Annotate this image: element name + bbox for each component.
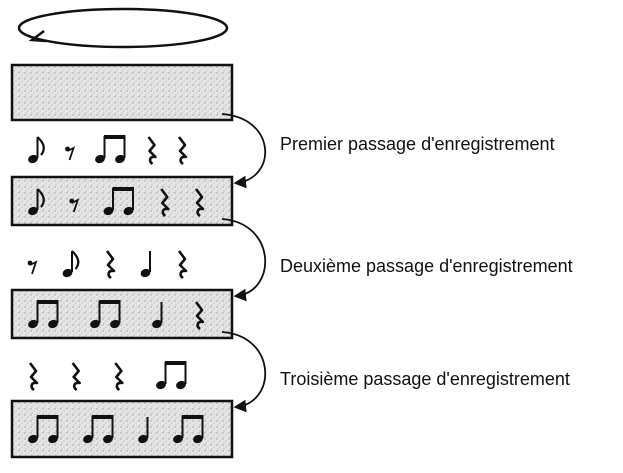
pass-arrow-1 — [221, 113, 267, 189]
beamed-eighths-symbol — [83, 415, 114, 444]
quarter-rest-symbol — [147, 136, 157, 166]
beamed-eighths-symbol — [28, 300, 59, 329]
quarter-note-symbol — [138, 417, 149, 444]
eighth-note-symbol — [28, 188, 45, 216]
loop-icon — [17, 7, 229, 49]
beamed-eighths-symbol — [173, 415, 204, 444]
eighth-rest-symbol — [65, 146, 76, 161]
quarter-note-symbol — [140, 251, 151, 278]
beamed-eighths-symbol — [90, 300, 121, 329]
pass-label-2: Deuxième passage d'enregistrement — [280, 256, 573, 276]
track-box-1 — [10, 175, 234, 227]
pass-label-1: Premier passage d'enregistrement — [280, 134, 555, 154]
track-boxes — [10, 63, 234, 459]
beamed-eighths-symbol — [103, 187, 134, 216]
quarter-rest-symbol — [71, 362, 81, 392]
input-note-rows — [27, 135, 188, 392]
eighth-rest-symbol — [69, 198, 80, 213]
track-box-0 — [10, 63, 234, 122]
quarter-rest-symbol — [28, 362, 39, 392]
quarter-rest-symbol — [160, 188, 170, 218]
pass-arrow-3 — [221, 331, 267, 413]
eighth-rest-symbol — [27, 260, 38, 275]
quarter-rest-symbol — [177, 250, 188, 280]
quarter-rest-symbol — [194, 301, 205, 331]
track-box-3 — [10, 399, 234, 459]
quarter-rest-symbol — [105, 250, 116, 280]
quarter-note-symbol — [152, 302, 163, 329]
eighth-note-symbol — [62, 250, 80, 278]
pass-arrow-2 — [221, 218, 267, 302]
quarter-rest-symbol — [194, 188, 205, 218]
eighth-note-symbol — [28, 136, 45, 164]
beamed-eighths-symbol — [156, 361, 187, 390]
quarter-rest-symbol — [177, 136, 188, 166]
quarter-rest-symbol — [114, 362, 124, 392]
pass-label-3: Troisième passage d'enregistrement — [280, 369, 570, 389]
beamed-eighths-symbol — [95, 135, 126, 164]
beamed-eighths-symbol — [28, 415, 59, 444]
pass-arrows — [221, 113, 267, 413]
track-box-2 — [10, 288, 234, 340]
